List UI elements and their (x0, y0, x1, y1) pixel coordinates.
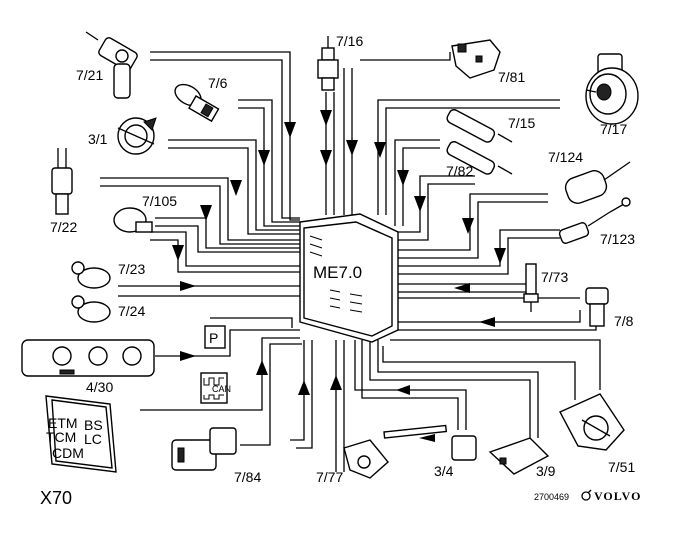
component-7-17-drawing (585, 53, 639, 125)
ecu-label: ME7.0 (313, 263, 362, 282)
label-7-77: 7/77 (316, 469, 343, 485)
module-tcm: TCM (46, 429, 76, 445)
component-3-4-drawing (383, 424, 477, 461)
component-7-77-drawing (343, 439, 389, 479)
module-bs: BS (84, 417, 103, 433)
component-7-23-drawing (71, 261, 111, 289)
diagram-code: X70 (40, 488, 72, 508)
label-7-23: 7/23 (118, 261, 145, 277)
component-7-21-drawing (85, 31, 138, 99)
component-7-6-drawing (174, 83, 220, 123)
component-7-24-drawing (71, 295, 111, 323)
label-7-73: 7/73 (541, 269, 568, 285)
wire-group-top (325, 52, 451, 215)
component-7-15-drawing (446, 109, 513, 143)
central-module-drawing: ETM BS TCM LC CDM (45, 395, 117, 473)
label-7-123: 7/123 (600, 231, 635, 247)
ecu-module: ME7.0 (299, 213, 399, 343)
label-7-51: 7/51 (608, 459, 635, 475)
component-7-8-drawing (585, 287, 609, 327)
component-3-9-drawing (488, 437, 550, 475)
drawing-number: 2700469 (534, 492, 569, 502)
label-7-8: 7/8 (614, 313, 634, 329)
p-label: P (209, 330, 218, 346)
module-cdm: CDM (52, 445, 84, 461)
component-7-16-drawing (317, 36, 339, 91)
label-7-82: 7/82 (446, 163, 473, 179)
label-7-6: 7/6 (208, 75, 228, 91)
component-7-84-drawing (171, 427, 237, 471)
volvo-logo: VOLVO (581, 489, 641, 503)
component-7-73-drawing (523, 263, 539, 312)
module-etm: ETM (48, 415, 78, 431)
label-7-105: 7/105 (142, 193, 177, 209)
label-7-15: 7/15 (508, 115, 535, 131)
component-labels: 7/21 7/16 7/81 7/17 7/6 3/1 7/15 7/82 7/… (50, 33, 635, 485)
label-7-16: 7/16 (336, 33, 363, 49)
label-7-81: 7/81 (498, 69, 525, 85)
component-7-82-drawing (446, 141, 513, 175)
label-7-22: 7/22 (50, 219, 77, 235)
component-7-51-drawing (559, 393, 625, 451)
label-7-24: 7/24 (118, 303, 145, 319)
label-7-124: 7/124 (548, 149, 583, 165)
label-7-84: 7/84 (234, 469, 261, 485)
component-7-81-drawing (451, 39, 501, 79)
wire-group-right (377, 99, 601, 400)
can-label: CAN (212, 384, 231, 394)
label-7-17: 7/17 (600, 121, 627, 137)
can-box: CAN (200, 372, 231, 404)
component-7-123-drawing (558, 197, 631, 244)
brand-text: VOLVO (594, 489, 641, 503)
module-lc: LC (84, 431, 102, 447)
label-3-4: 3/4 (434, 463, 454, 479)
component-7-105-drawing (113, 207, 153, 233)
component-3-1-drawing (117, 117, 157, 155)
label-7-21: 7/21 (76, 67, 103, 83)
arrowheads (172, 110, 506, 442)
label-3-9: 3/9 (536, 463, 556, 479)
label-4-30: 4/30 (86, 379, 113, 395)
p-connector: P (204, 325, 226, 349)
component-4-30-drawing (21, 339, 155, 377)
component-7-22-drawing (51, 148, 73, 215)
component-7-124-drawing (564, 161, 631, 204)
label-3-1: 3/1 (88, 131, 108, 147)
